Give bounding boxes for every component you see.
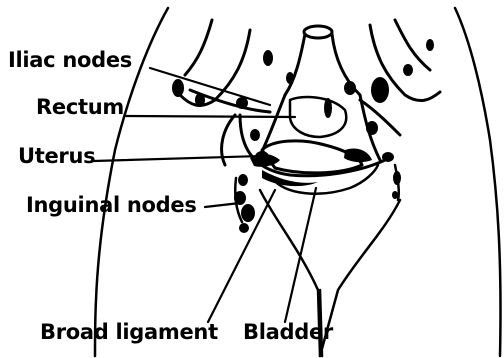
label-iliac-nodes: Iliac nodes	[8, 50, 132, 71]
label-rectum: Rectum	[36, 97, 124, 118]
rectum-shape	[290, 97, 346, 137]
label-inguinal-nodes: Inguinal nodes	[26, 195, 197, 216]
label-uterus: Uterus	[18, 146, 95, 167]
label-bladder: Bladder	[243, 322, 333, 343]
label-broad-ligament: Broad ligament	[40, 322, 218, 343]
